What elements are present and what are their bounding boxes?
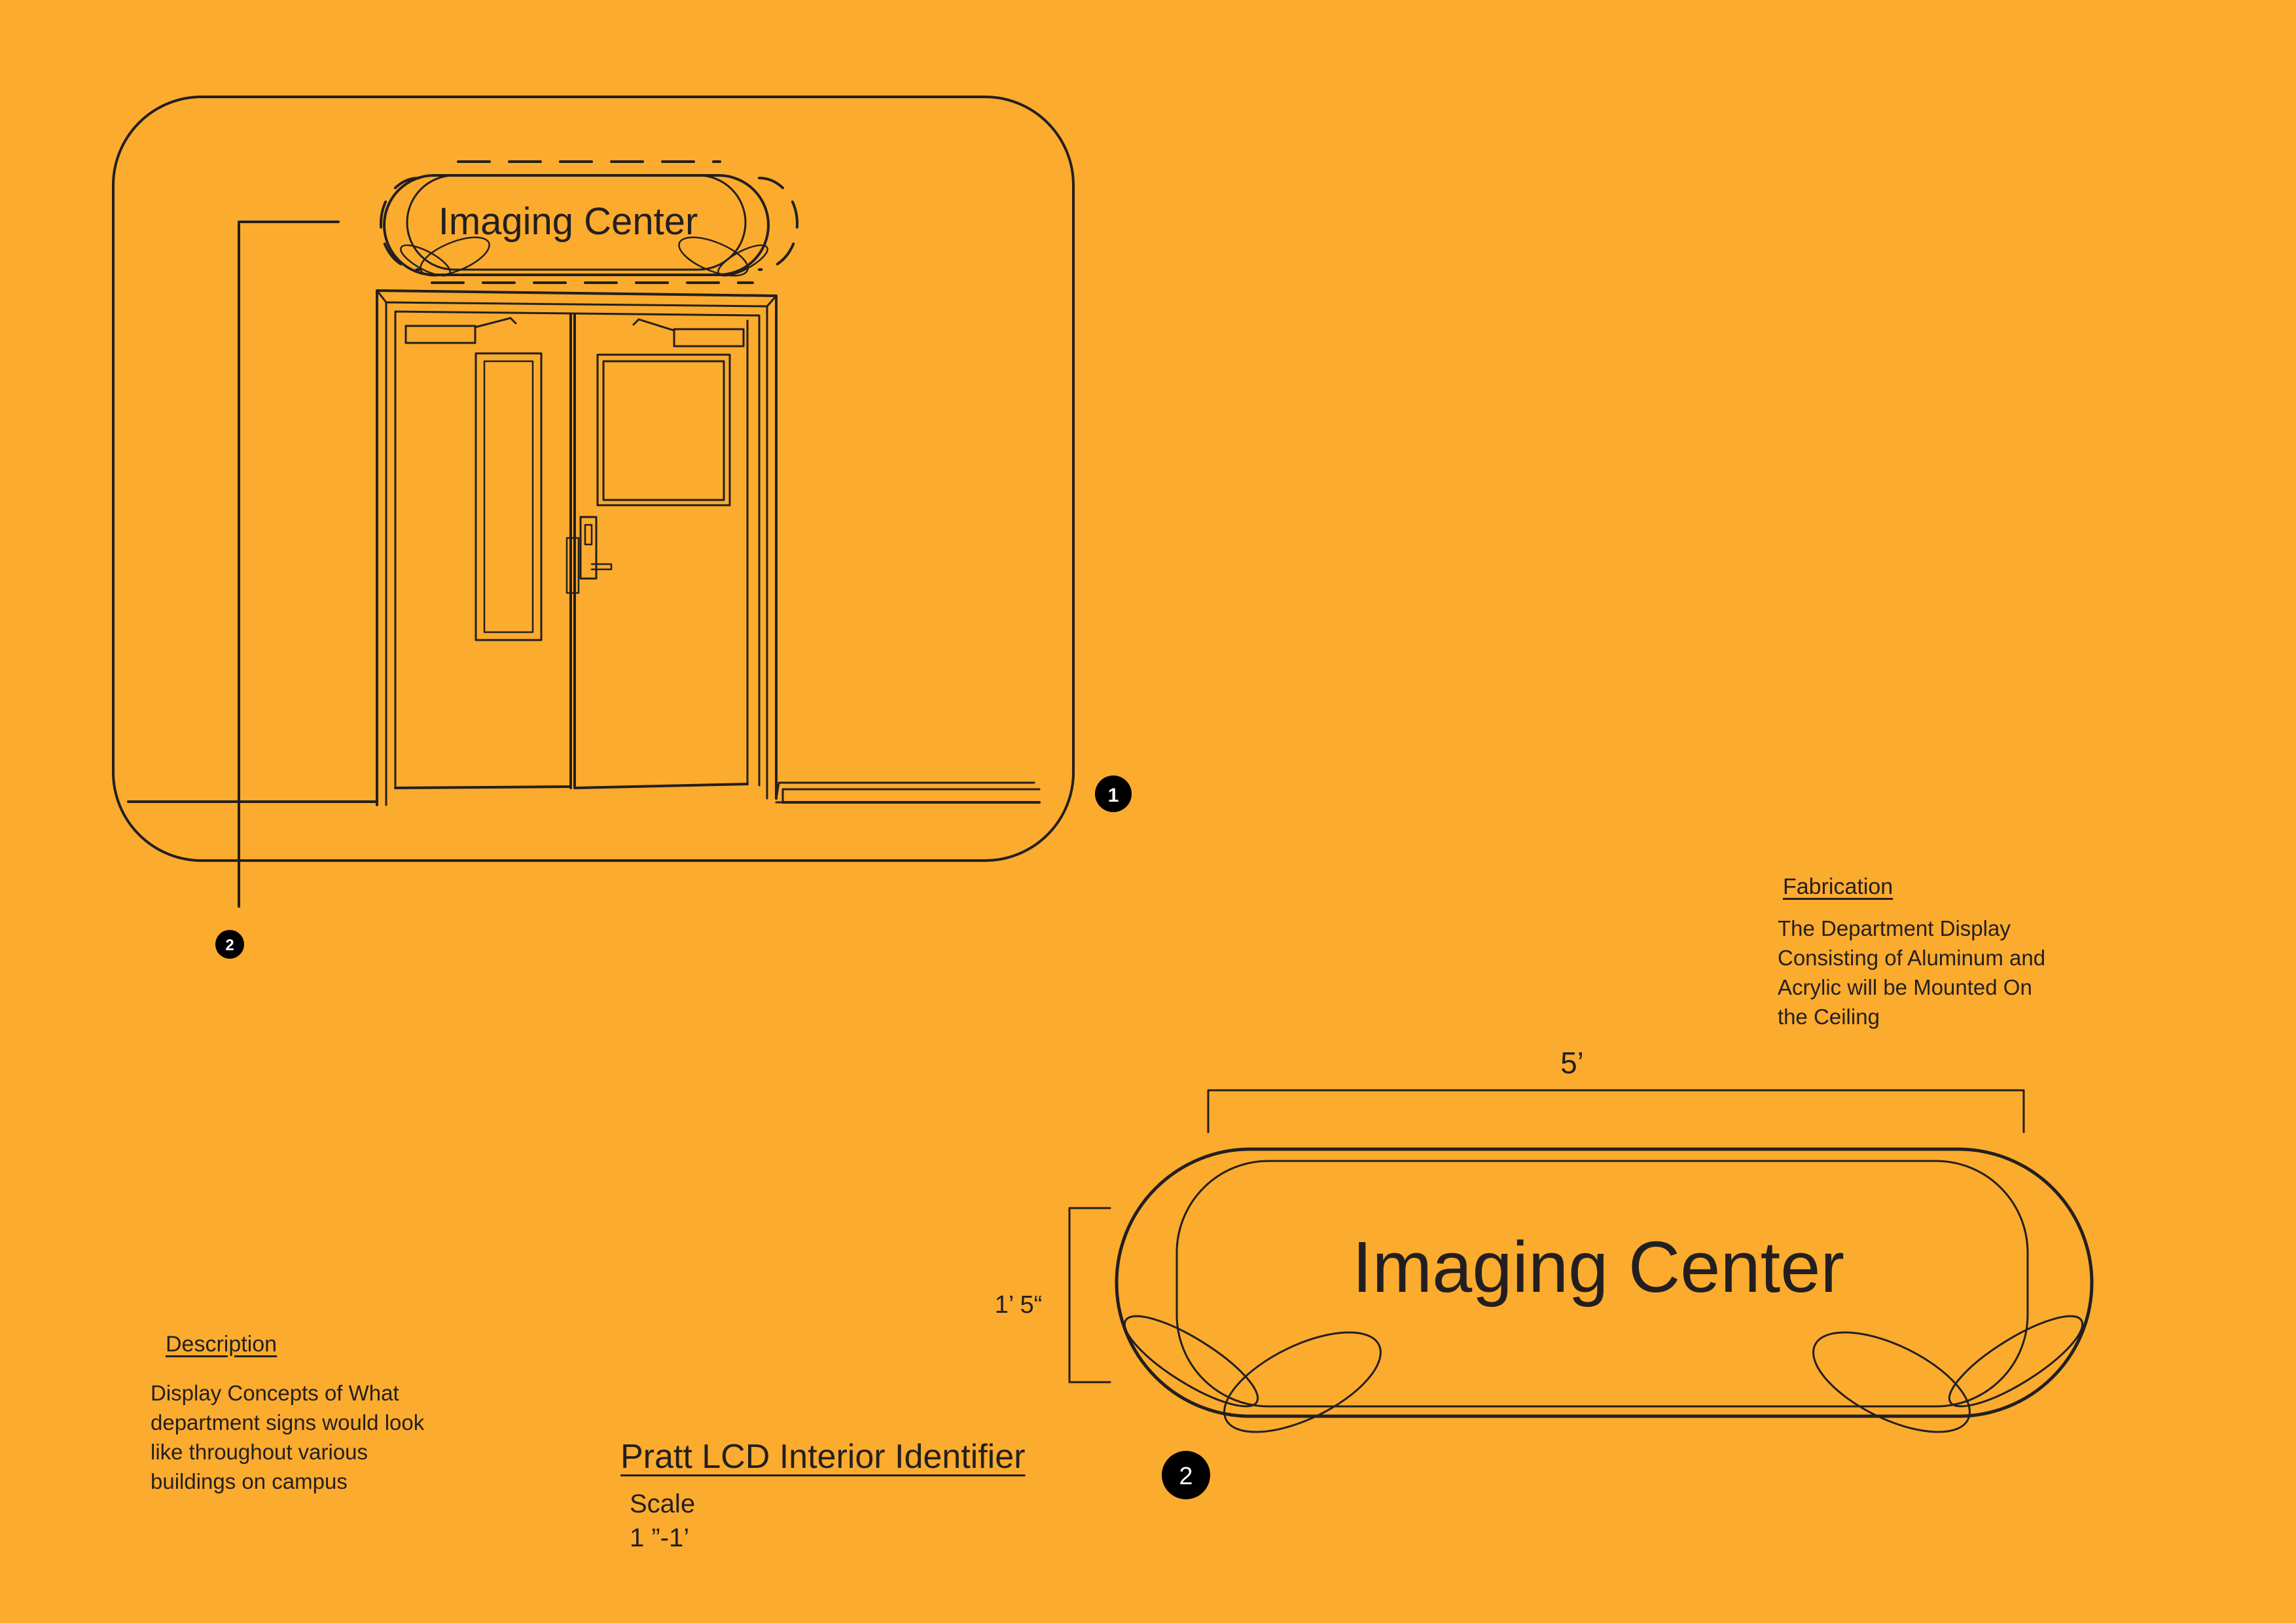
marker-2-large: 2 bbox=[1162, 1451, 1210, 1499]
marker-2-small: 2 bbox=[215, 930, 244, 959]
large-sign-text: Imaging Center bbox=[1352, 1227, 1844, 1308]
small-sign-text: Imaging Center bbox=[439, 200, 698, 243]
fabrication-body: The Department Display Consisting of Alu… bbox=[1778, 916, 2046, 1029]
callout-leader-line bbox=[238, 221, 340, 908]
double-door-drawing bbox=[127, 289, 1041, 806]
height-dimension-line bbox=[1068, 1207, 1111, 1383]
description-body: Display Concepts of What department sign… bbox=[151, 1381, 425, 1493]
description-heading: Description bbox=[166, 1332, 278, 1357]
marker-2-large-label: 2 bbox=[1179, 1463, 1193, 1490]
fabrication-heading: Fabrication bbox=[1783, 874, 1893, 899]
width-dimension-line bbox=[1207, 1089, 2025, 1133]
large-sign-drawing bbox=[1115, 1147, 2094, 1433]
marker-2-small-label: 2 bbox=[225, 936, 234, 954]
small-sign-drawing bbox=[380, 160, 798, 284]
scale-label: Scale bbox=[630, 1489, 696, 1518]
height-dimension-label: 1’ 5“ bbox=[995, 1291, 1043, 1319]
scale-value: 1 ”-1’ bbox=[630, 1524, 690, 1552]
drawing-title: Pratt LCD Interior Identifier bbox=[620, 1438, 1026, 1476]
marker-1-label: 1 bbox=[1108, 785, 1119, 806]
elevation-frame bbox=[112, 96, 1075, 862]
marker-1: 1 bbox=[1095, 776, 1132, 812]
width-dimension-label: 5’ bbox=[1560, 1046, 1584, 1080]
